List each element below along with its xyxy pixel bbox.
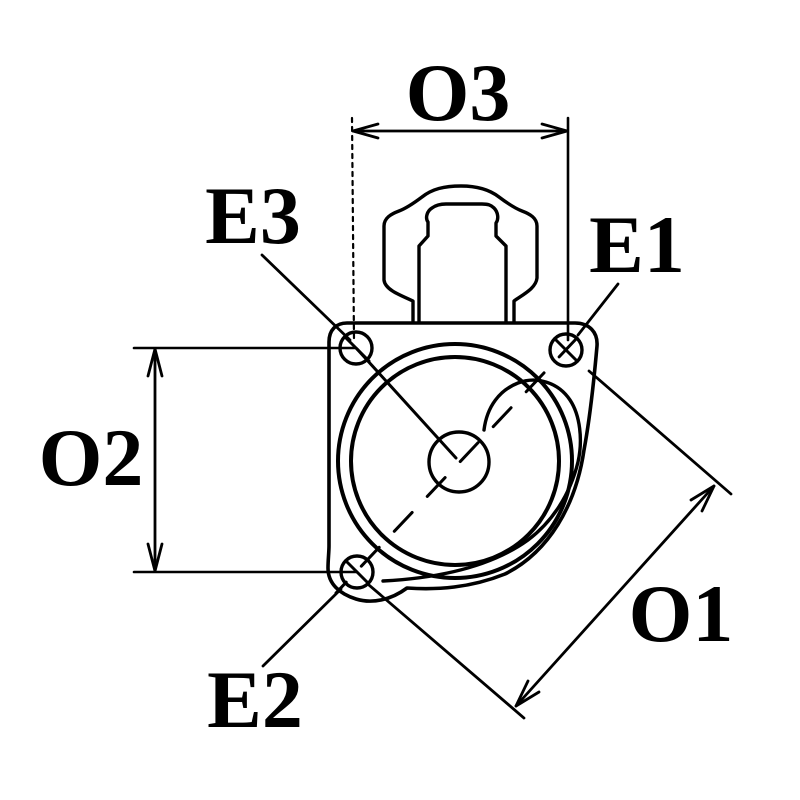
label-o2: O2 [39,412,144,503]
lever-curve [381,378,583,583]
inner-bore-circle [349,355,561,567]
o3-arrow-left [351,122,380,140]
label-e3: E3 [205,170,301,261]
o1-arrow-upper [689,484,716,513]
label-o3: O3 [406,47,511,138]
label-e1: E1 [589,199,685,290]
dimension-o1 [367,369,733,720]
dimension-o3 [350,116,570,342]
o1-extension-upper [587,369,733,496]
centerline-e1-e2-dashed [334,336,579,595]
leader-e1 [576,282,620,337]
shaft-circle [427,430,491,494]
leader-e2 [261,587,343,668]
label-o1: O1 [629,568,734,659]
solenoid-outer-contour [382,184,539,324]
flange-outline [326,321,599,603]
leader-e3 [260,253,352,342]
o2-arrow-bottom [146,542,164,573]
diagonal-e3-to-center [355,347,458,460]
o1-dimension-line [514,484,716,708]
o1-arrow-lower [514,679,541,708]
o3-arrow-right [540,122,569,140]
o3-extension-left [350,116,356,342]
label-e2: E2 [207,654,303,745]
dimension-o2 [132,346,359,574]
o1-extension-lower [367,583,526,720]
o2-arrow-top [146,347,164,378]
hole-e1 [548,332,584,368]
outer-bore-circle [336,342,574,580]
solenoid-inner-contour [417,202,508,324]
